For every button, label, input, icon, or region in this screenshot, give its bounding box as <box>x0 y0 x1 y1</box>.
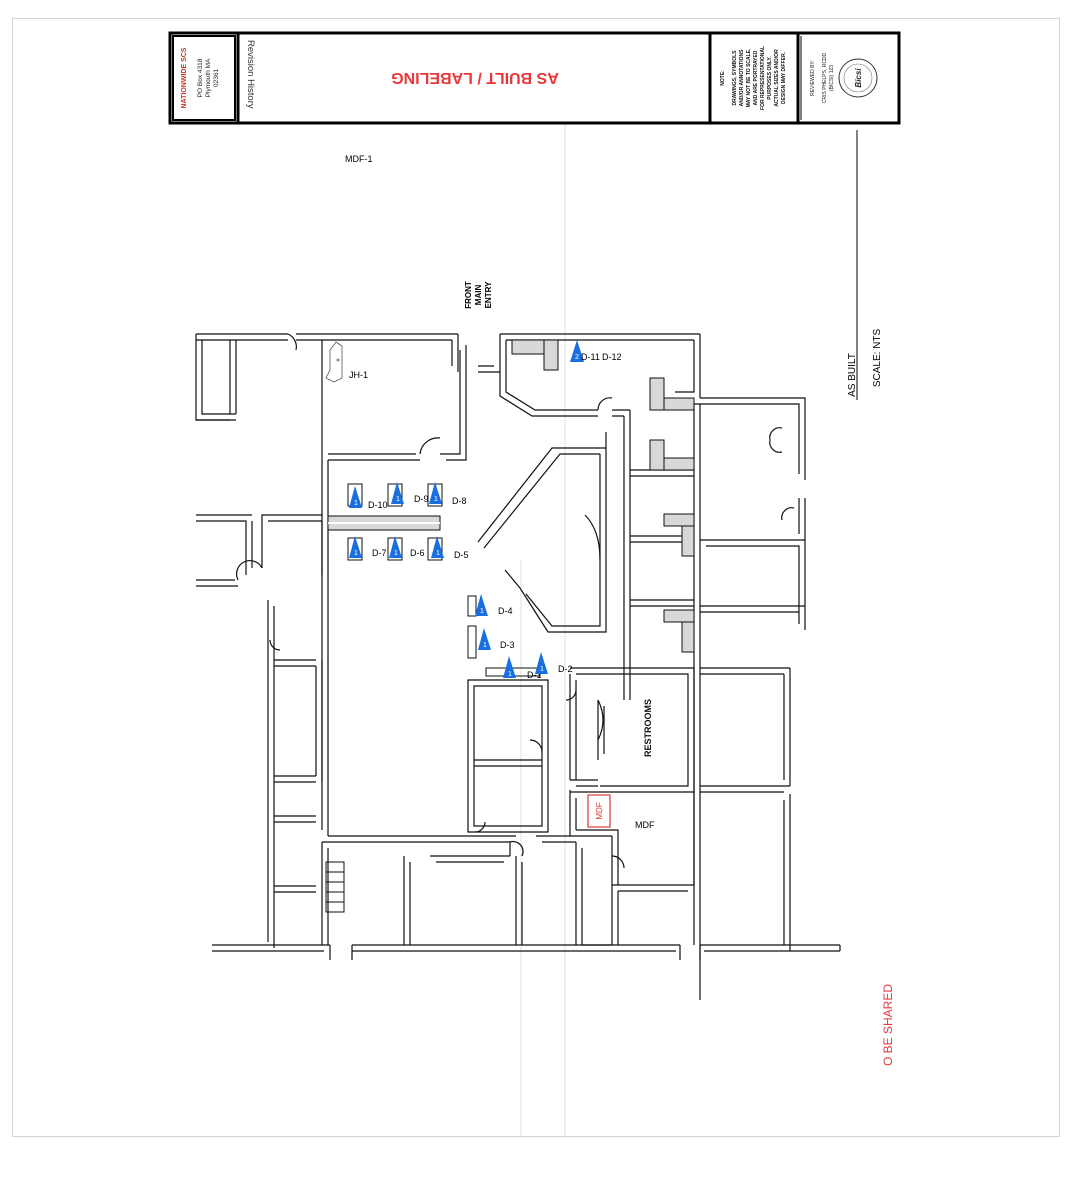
note-line: DRAWINGS, SYMBOLS <box>732 50 738 106</box>
drop-marker[interactable]: D-12 <box>602 352 622 362</box>
stairs <box>325 861 345 913</box>
drop-icon <box>535 652 548 674</box>
jack-label: JH-1 <box>349 370 368 380</box>
drop-icon <box>389 536 402 558</box>
seal-text: Bicsi <box>854 68 863 88</box>
drop-icon <box>570 340 584 362</box>
mdf-box: MDF <box>587 794 611 828</box>
restrooms-label: RESTROOMS <box>643 699 653 757</box>
front-entry-line: FRONT <box>464 281 473 309</box>
front-entry-line: MAIN <box>474 285 483 306</box>
as-built-label: AS BUILT <box>847 353 858 397</box>
note-line: AND/OR ANNOTATIONS <box>739 49 745 107</box>
drop-label: D-6 <box>410 548 425 558</box>
reviewer-id: (BICSI) 123 <box>829 65 835 91</box>
drop-glyph: 1 <box>540 666 544 673</box>
jack-icon <box>325 341 343 383</box>
drop-marker[interactable]: 1 D-6 <box>387 536 425 561</box>
drop-label: D-1 <box>527 670 542 680</box>
drop-glyph: 1 <box>480 608 484 615</box>
drop-label: D-5 <box>454 550 469 560</box>
drop-label: D-3 <box>500 640 515 650</box>
reviewer-name: CRIS PHELPS, RCDD <box>822 52 828 103</box>
drop-label: D-12 <box>602 352 622 362</box>
reviewed-by-label: REVIEWED BY: <box>810 60 816 96</box>
drop-marker[interactable]: 1 D-4 <box>467 594 513 617</box>
drop-label: D-9 <box>414 494 429 504</box>
shared-label: O BE SHARED <box>881 984 895 1066</box>
drawing-title: AS BUILT / LABELING <box>391 69 559 86</box>
address-line-2: Plymouth MA <box>205 58 212 97</box>
note-line: PURPOSES ONLY. <box>767 56 773 100</box>
drop-marker[interactable]: 1 D-5 <box>427 536 469 561</box>
drop-marker[interactable]: 1 D-9 <box>387 482 429 507</box>
drop-label: D-7 <box>372 548 387 558</box>
mdf-box-label: MDF <box>595 802 604 819</box>
scale-label: SCALE: NTS <box>872 329 883 388</box>
drop-icon <box>391 482 404 504</box>
drop-label: D-10 <box>368 500 388 510</box>
title-block: NATIONWIDE SCS PO Box 4318 Plymouth MA 0… <box>168 31 901 125</box>
note-line: FOR REPRESENTATIONAL <box>760 46 766 110</box>
drop-icon <box>431 536 444 558</box>
drop-icon <box>478 628 491 650</box>
drop-label: D-11 <box>581 352 600 362</box>
drop-label: D-2 <box>558 664 573 674</box>
drop-glyph: 1 <box>434 496 438 503</box>
drop-glyph: 1 <box>396 496 400 503</box>
front-entry-label: FRONT MAIN ENTRY <box>464 281 493 309</box>
drop-marker[interactable]: 2 D-11 <box>570 340 600 362</box>
drop-glyph: 1 <box>394 550 398 557</box>
drop-marker[interactable]: 1 D-7 <box>347 536 387 561</box>
drop-icon <box>349 536 362 558</box>
note-label: NOTE: <box>720 70 726 86</box>
address-line-3: 02361 <box>213 69 220 87</box>
drop-icon <box>475 594 488 616</box>
note-line: MAY NOT BE TO SCALE, <box>746 48 752 107</box>
company-name: NATIONWIDE SCS <box>181 47 188 108</box>
revision-history-label: Revision History <box>245 40 256 109</box>
drop-marker[interactable]: 1 D-2 <box>535 652 573 674</box>
drawing-note: NOTE: DRAWINGS, SYMBOLS AND/OR ANNOTATIO… <box>720 46 787 110</box>
note-line: AND ARE PORTRAYED <box>753 50 759 105</box>
mdf-1-label: MDF-1 <box>345 154 373 164</box>
note-line: ACTUAL SIZES AND/OR <box>774 49 780 107</box>
drop-icon <box>429 482 442 504</box>
drop-glyph: 1 <box>483 642 487 649</box>
drop-marker[interactable]: 1 D-8 <box>427 482 467 507</box>
note-line: DESIGN MAY DIFFER. <box>781 51 787 104</box>
drop-marker[interactable]: 1 D-10 <box>347 483 388 510</box>
drop-marker[interactable]: 1 D-1 <box>485 656 542 680</box>
drop-glyph: 1 <box>354 550 358 557</box>
bicsi-seal-icon: Bicsi <box>838 58 878 98</box>
drop-icon <box>503 656 516 678</box>
drop-glyph: 1 <box>508 671 512 678</box>
drop-glyph: 2 <box>575 354 579 361</box>
drop-icon <box>349 486 362 508</box>
drop-glyph: 1 <box>354 500 358 507</box>
drops: 1 D-1 1 D-2 1 D-3 1 D-4 1 D-5 <box>347 340 622 680</box>
walls <box>195 333 841 1000</box>
mdf-room-label: MDF <box>635 820 655 830</box>
drop-label: D-4 <box>498 606 513 616</box>
address-line-1: PO Box 4318 <box>197 58 204 97</box>
drop-glyph: 1 <box>436 550 440 557</box>
front-entry-line: ENTRY <box>484 281 493 308</box>
drop-marker[interactable]: 1 D-3 <box>467 625 515 659</box>
drop-label: D-8 <box>452 496 467 506</box>
